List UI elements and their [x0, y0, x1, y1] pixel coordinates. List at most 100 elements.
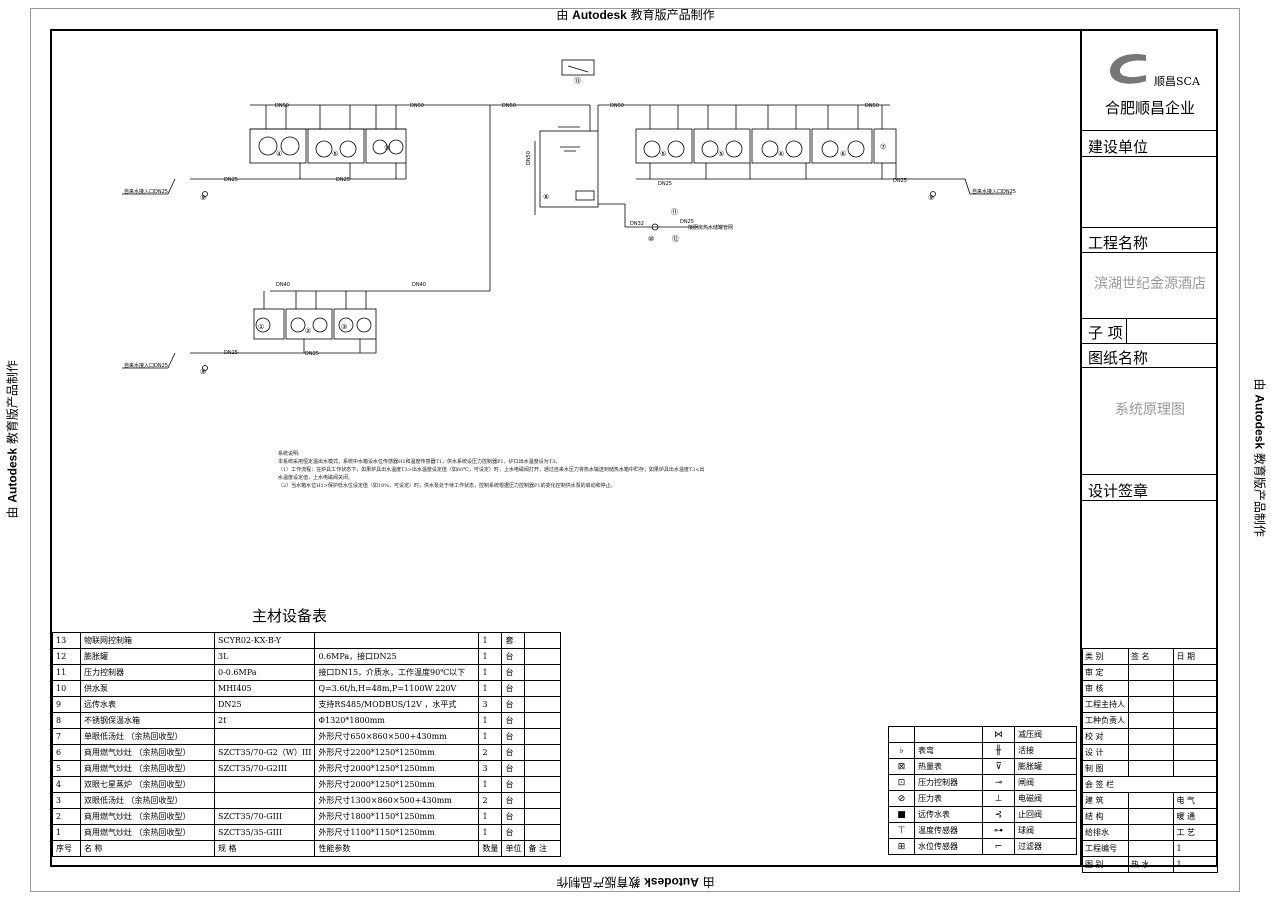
countersign-row: 会 签 栏 — [1082, 776, 1218, 793]
signature-cell — [1173, 664, 1218, 681]
inlet-label: 自来水接入口DN25 — [972, 188, 1016, 195]
table-cell: 台 — [501, 680, 526, 697]
legend-label: 热量表 — [914, 758, 983, 775]
signature-cell — [1127, 712, 1175, 729]
pipe-label: DN40 — [276, 282, 290, 288]
drawing-name-label: 图纸名称 — [1088, 349, 1149, 367]
legend-label — [914, 726, 983, 743]
system-schematic: DN50 DN50 DN50 DN50 DN50 DN40 DN40 DN25 … — [122, 59, 1016, 376]
table-cell: 商用燃气炒灶 （余热回收型） — [80, 808, 215, 825]
legend-symbol-icon: ⊤ — [888, 822, 915, 839]
table-cell: MHI405 — [213, 680, 316, 697]
legend-label: 止回阀 — [1014, 806, 1077, 823]
signature-cell — [1127, 696, 1175, 713]
legend-label: 压力表 — [914, 790, 983, 807]
table-cell: 9 — [52, 696, 81, 713]
table-cell — [524, 760, 562, 777]
device-number: ③ — [341, 323, 347, 331]
table-cell — [524, 728, 562, 745]
table-cell: 台 — [501, 808, 526, 825]
pipe-label: DN40 — [412, 282, 426, 288]
storage-tank — [539, 130, 599, 208]
table-cell: 3 — [52, 792, 81, 809]
legend-symbol-icon: ⊰ — [982, 806, 1015, 823]
legend-symbol-icon: ⊘ — [888, 790, 915, 807]
table-cell: 1 — [478, 648, 503, 665]
signature-cell: 制 图 — [1082, 760, 1129, 777]
table-cell: SZCT35/70-G2（W）III — [213, 744, 316, 761]
legend-label: 表弯 — [914, 742, 983, 759]
table-cell — [524, 712, 562, 729]
device-number: ⑨ — [200, 368, 206, 376]
table-cell: 商用燃气炒灶 （余热回收型） — [80, 744, 215, 761]
table-cell — [213, 776, 316, 793]
table-cell — [524, 648, 562, 665]
signature-row: 审 核 — [1082, 680, 1218, 697]
design-seal-label: 设计签章 — [1088, 482, 1149, 500]
table-cell: 接口DN15，介质水，工作温度90℃以下 — [314, 664, 480, 681]
legend-row: ♭表弯╫活接 — [888, 742, 1077, 759]
table-cell: 1 — [478, 632, 503, 649]
table-cell: 膨胀罐 — [80, 648, 215, 665]
signature-cell: 热 水 — [1127, 856, 1175, 873]
pipe-label: DN25 — [305, 351, 319, 357]
device-number: ⑧ — [543, 193, 549, 201]
table-cell: 5 — [52, 760, 81, 777]
table-cell: 商用燃气炒灶 （余热回收型） — [80, 824, 215, 841]
signature-cell: 图 别 — [1082, 856, 1129, 873]
device-number: ⑪ — [671, 208, 678, 216]
watermark-top: 由 Autodesk 教育版产品制作 — [556, 8, 715, 22]
pipe-label: DN25 — [336, 177, 350, 183]
signature-row: 工种负责人 — [1082, 712, 1218, 729]
note-line: 水温度设定值，上水电磁阀关闭。 — [278, 475, 354, 481]
signature-row: 制 图 — [1082, 760, 1218, 777]
table-cell: 台 — [501, 712, 526, 729]
table-cell: 台 — [501, 728, 526, 745]
table-cell: 压力控制器 — [80, 664, 215, 681]
table-cell — [213, 792, 316, 809]
sub-item-label: 子 项 — [1088, 324, 1123, 342]
legend-label: 远传水表 — [914, 806, 983, 823]
legend-label: 水位传感器 — [914, 838, 983, 855]
inlet-label: 自来水接入口DN25 — [124, 362, 168, 369]
legend-symbol-icon: ⊽ — [982, 758, 1015, 775]
note-line: 系统说明: — [278, 451, 300, 457]
table-cell: 台 — [501, 776, 526, 793]
signature-row: 工程主持人 — [1082, 696, 1218, 713]
table-cell: 12 — [52, 648, 81, 665]
discipline-row: 建 筑电 气 — [1082, 792, 1218, 809]
inlet-label: 自来水接入口DN25 — [124, 188, 168, 195]
table-cell: 3 — [478, 760, 503, 777]
legend-symbol-icon: ╫ — [982, 742, 1015, 759]
construction-unit-label: 建设单位 — [1088, 138, 1149, 156]
watermark-right: 由 Autodesk 教育版产品制作 — [1252, 378, 1267, 537]
pipe-label: DN50 — [275, 103, 289, 109]
device-number: ⑨ — [928, 194, 934, 202]
signature-cell — [1127, 824, 1175, 841]
device-number: ⑤ — [718, 150, 724, 158]
table-cell: 物联网控制箱 — [80, 632, 215, 649]
pipe-label: DN25 — [224, 350, 238, 356]
signature-row: 校 对 — [1082, 728, 1218, 745]
signature-cell — [1127, 728, 1175, 745]
signature-cell: 日 期 — [1173, 648, 1218, 665]
table-cell — [314, 632, 480, 649]
table-cell: 1 — [52, 824, 81, 841]
sheet-outer-border — [30, 8, 1240, 892]
table-cell: 台 — [501, 664, 526, 681]
table-cell: 套 — [501, 632, 526, 649]
table-cell: 外形尺寸1800*1150*1250mm — [314, 808, 480, 825]
table-cell: 外形尺寸1300×860×500+430mm — [314, 792, 480, 809]
legend-symbol-icon: ⊞ — [888, 838, 915, 855]
table-cell: 台 — [501, 760, 526, 777]
device-number: ⑦ — [880, 143, 886, 151]
pipe-label: DN25 — [680, 219, 694, 225]
pipe-label: DN25 — [224, 177, 238, 183]
device-number: ⑨ — [200, 194, 206, 202]
